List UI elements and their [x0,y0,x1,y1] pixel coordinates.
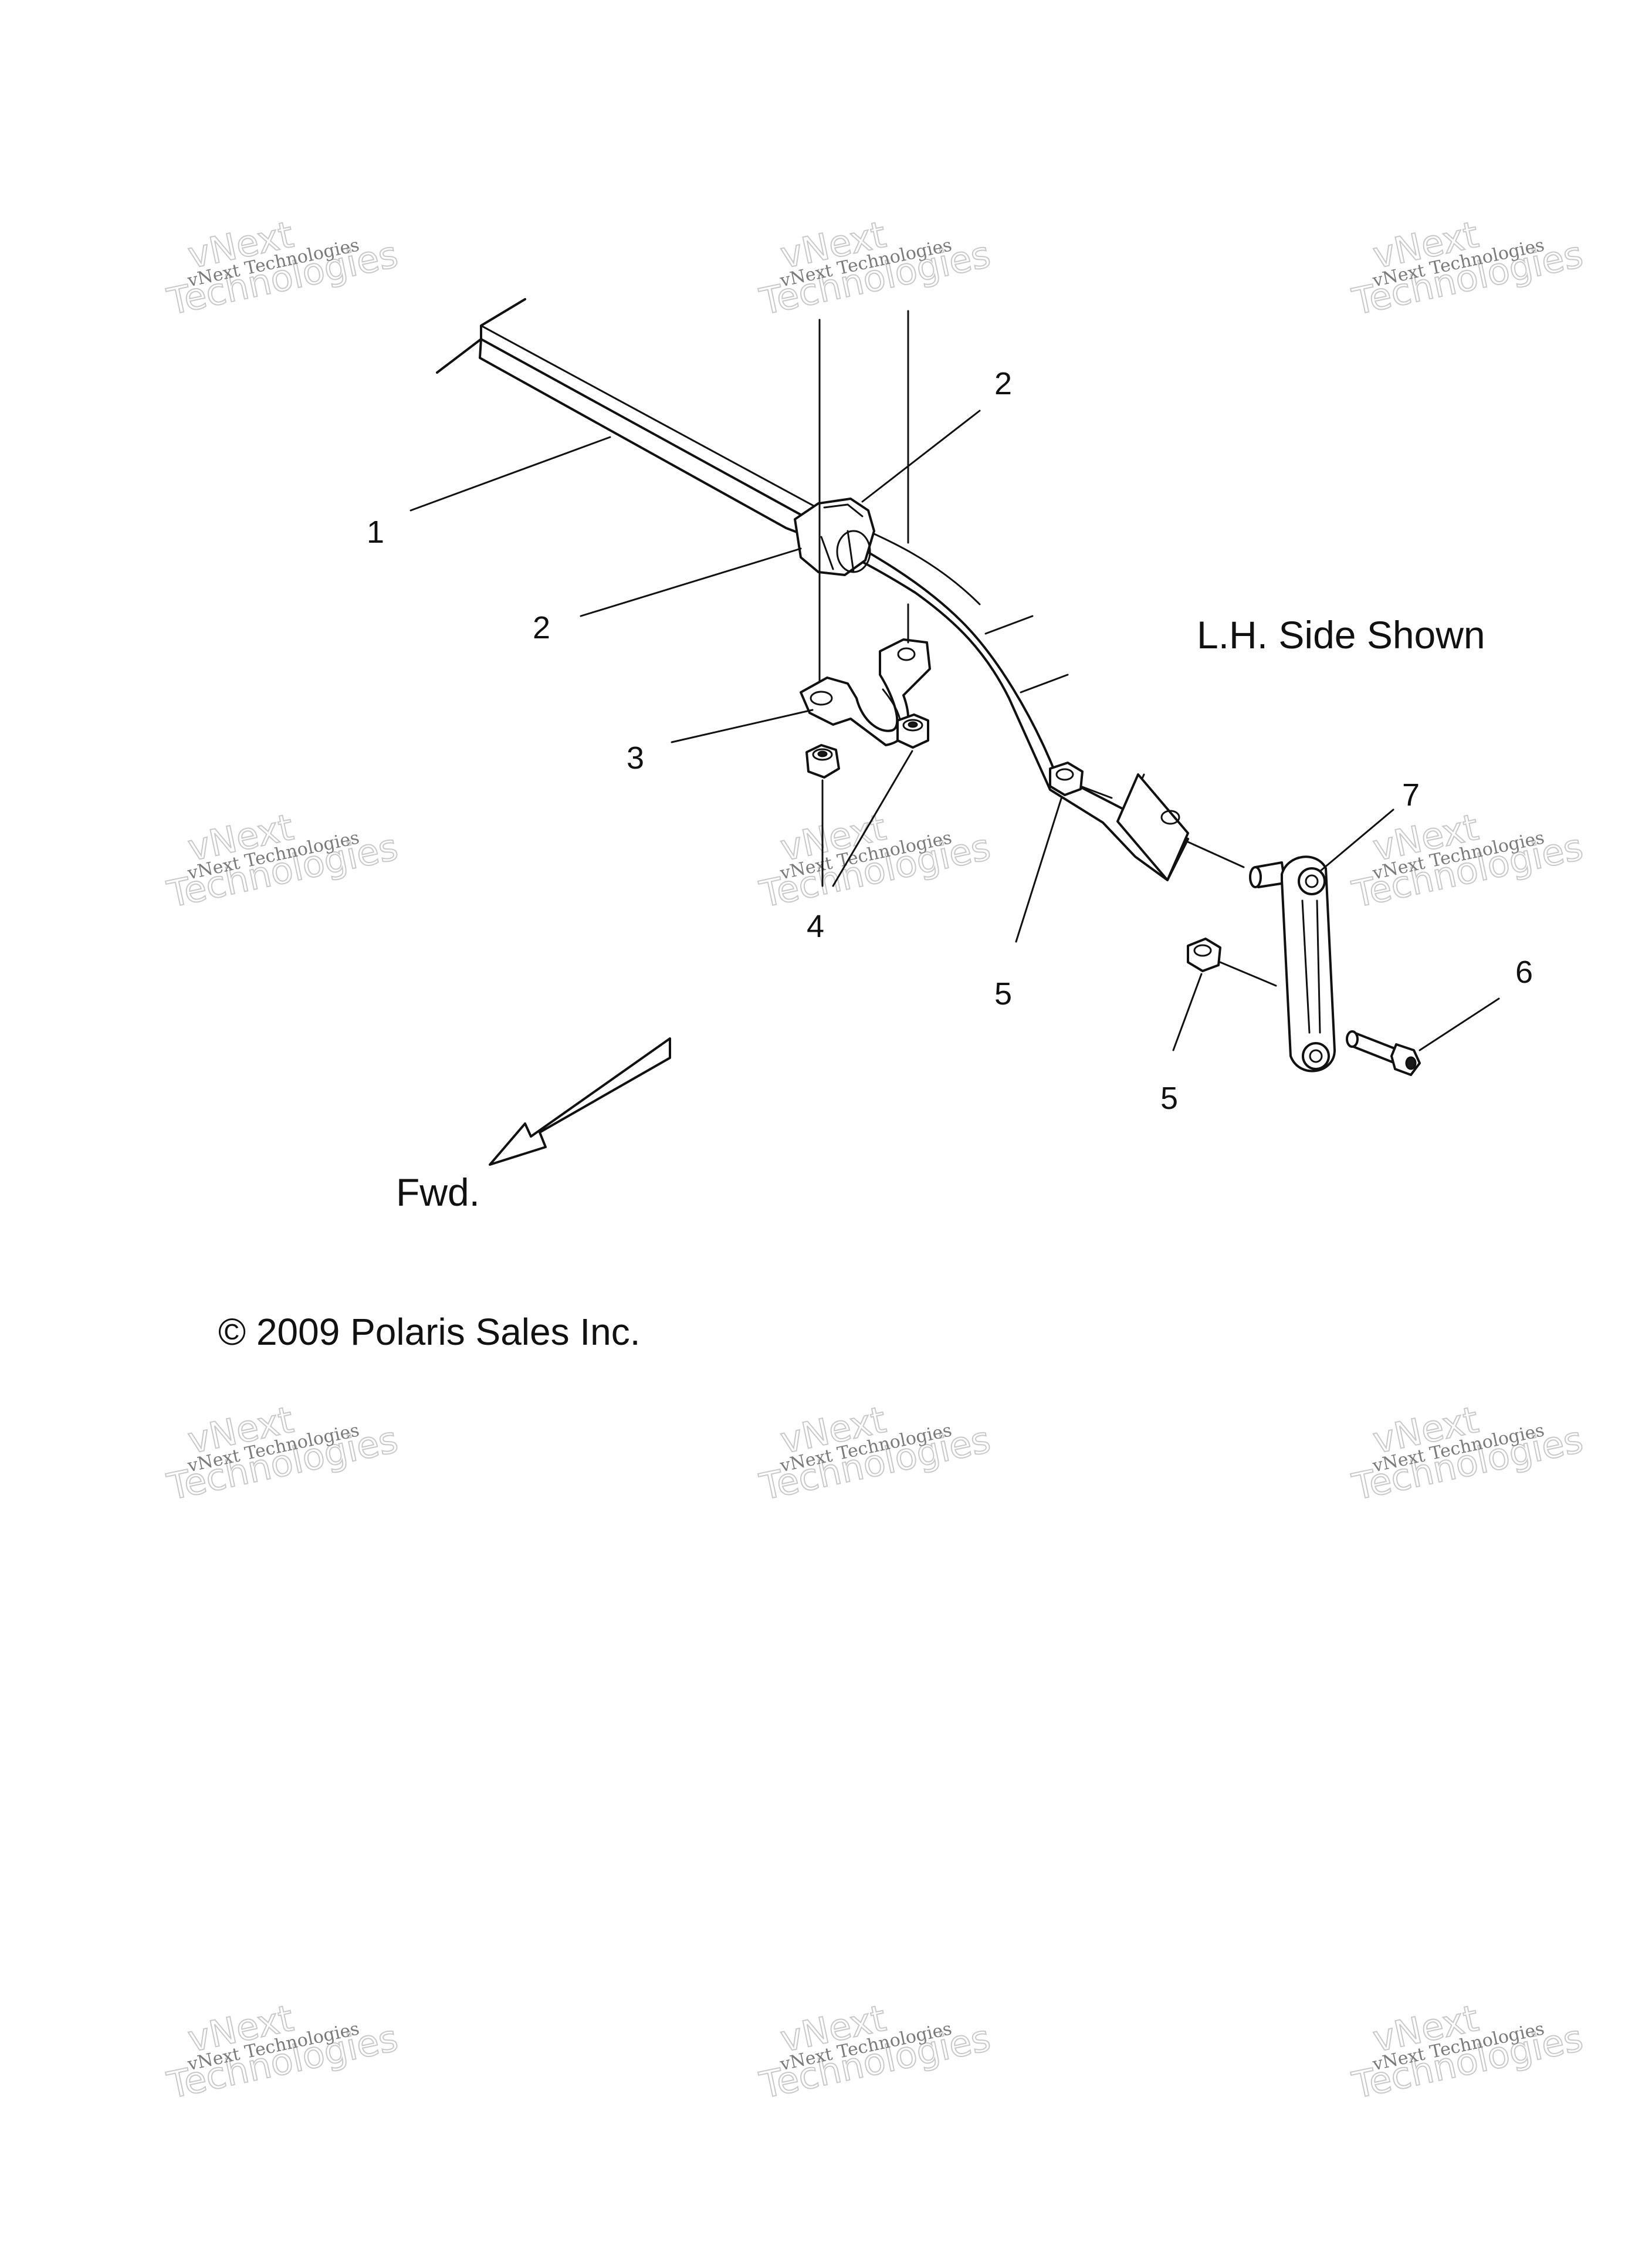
hex-nut [1049,762,1084,796]
watermark: vNext Technologies vNext Technologies [756,805,995,916]
view-caption: L.H. Side Shown [1197,613,1485,657]
callout-2-upper: 2 [994,366,1012,401]
stabilizer-link [1249,855,1336,1073]
watermark: vNext Technologies vNext Technologies [756,1996,995,2107]
callout-3: 3 [627,740,644,776]
forward-arrow-icon [489,1037,671,1166]
watermark: vNext Technologies vNext Technologies [1348,1398,1587,1509]
explode-line [1187,841,1245,868]
watermark: vNext Technologies vNext Technologies [1348,1996,1587,2107]
watermark-layer: vNext Technologies vNext Technologies vN… [163,212,1587,2107]
watermark: vNext Technologies vNext Technologies [163,212,402,324]
watermark: vNext Technologies vNext Technologies [163,1398,402,1509]
watermark: vNext Technologies vNext Technologies [756,1398,995,1509]
hex-nut [1187,938,1221,972]
bushing [794,498,875,576]
watermark: vNext Technologies vNext Technologies [163,805,402,916]
callout-7: 7 [1402,777,1420,813]
watermark: vNext Technologies vNext Technologies [163,1996,402,2107]
stabilizer-bar [436,298,1189,881]
callout-5-right: 5 [1160,1081,1178,1116]
callout-1: 1 [367,515,384,550]
flange-nut [896,713,929,749]
explode-line [1079,785,1113,799]
leader-lines [409,410,1500,1051]
callout-6: 6 [1515,955,1533,990]
callout-5-left: 5 [994,976,1012,1012]
forward-label: Fwd. [396,1171,480,1214]
watermark: vNext Technologies vNext Technologies [1348,212,1587,324]
callout-2-lower: 2 [533,610,550,645]
callout-4: 4 [807,909,824,944]
explode-line [1219,961,1277,987]
flange-nut [805,744,840,779]
watermark: vNext Technologies vNext Technologies [1348,805,1587,916]
hex-bolt [1346,1030,1421,1076]
watermark: vNext Technologies vNext Technologies [756,212,995,324]
copyright-notice: © 2009 Polaris Sales Inc. [218,1311,641,1353]
